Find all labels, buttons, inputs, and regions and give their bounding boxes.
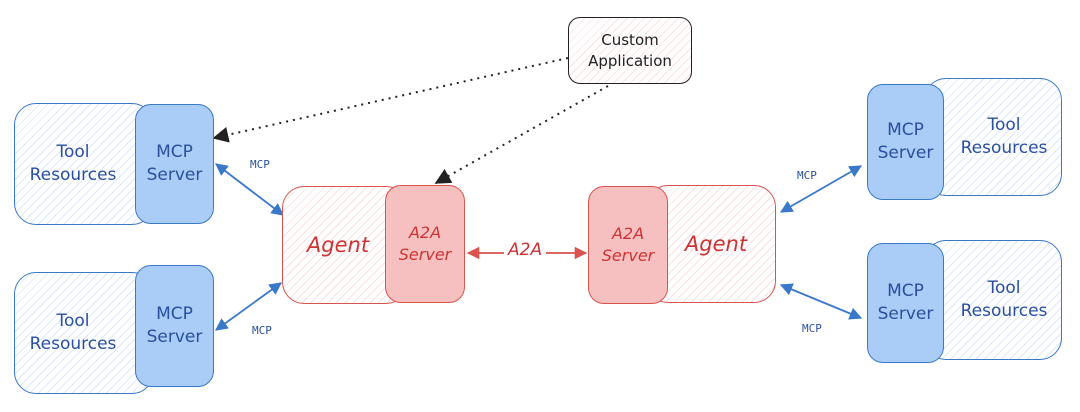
a2a-server-label: A2A Server [398,223,452,264]
custom-application-box: Custom Application [568,17,692,84]
tool-resources-right-bottom: Tool Resources [924,240,1062,360]
tool-resources-right-top: Tool Resources [924,78,1062,196]
mcp-server-label: MCP Server [146,142,203,185]
mcp-server-right-bottom: MCP Server [867,243,944,363]
mcp-link-label-left-top: MCP [250,158,270,171]
mcp-link-left-bottom [214,282,283,331]
tool-resources-label: Tool Resources [29,311,117,354]
a2a-server-label: A2A Server [601,224,655,265]
a2a-server-right: A2A Server [588,186,668,304]
mcp-server-left-top: MCP Server [135,104,214,224]
mcp-link-left-top [214,163,285,216]
dotted-arrow-to-left-mcp [212,57,569,143]
mcp-link-right-top [779,165,863,213]
tool-resources-label: Tool Resources [960,115,1048,158]
mcp-link-label-left-bottom: MCP [252,324,272,337]
mcp-link-label-right-top: MCP [797,169,817,182]
custom-application-label: Custom Application [588,30,672,70]
agent-label: Agent [684,232,748,256]
mcp-link-label-right-bottom: MCP [802,322,822,335]
mcp-server-label: MCP Server [877,120,934,163]
a2a-link-label: A2A [504,240,547,260]
mcp-server-label: MCP Server [146,304,203,347]
tool-resources-label: Tool Resources [29,142,117,185]
tool-resources-left-bottom: Tool Resources [14,272,154,394]
mcp-server-right-top: MCP Server [867,84,944,200]
mcp-server-left-bottom: MCP Server [135,265,214,387]
tool-resources-left-top: Tool Resources [14,103,154,225]
agent-label: Agent [306,233,370,257]
dotted-arrow-to-left-a2a [434,85,609,184]
a2a-server-left: A2A Server [385,185,465,303]
mcp-link-right-bottom [779,283,863,320]
tool-resources-label: Tool Resources [960,278,1048,321]
mcp-server-label: MCP Server [877,281,934,324]
